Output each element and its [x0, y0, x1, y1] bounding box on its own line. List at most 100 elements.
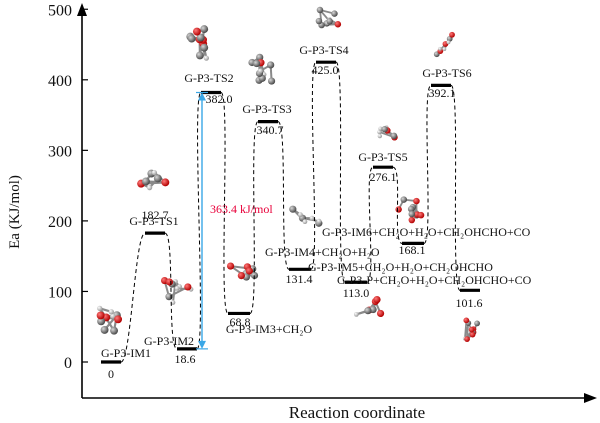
state-value-ts3: 340.7: [257, 123, 284, 137]
hydrogen-atom: [298, 212, 303, 218]
molecule-im2: [160, 276, 194, 305]
connector-lines: [120, 61, 461, 363]
carbon-atom: [97, 317, 106, 326]
oxygen-atom: [165, 278, 174, 286]
state-value-im6: 168.1: [399, 243, 426, 257]
molecule-structures: [96, 6, 480, 342]
state-name-p: G-P3-P+CH₂O+H₂O+CH₂OHCHO+CO: [337, 273, 532, 287]
y-axis-label: Ea (KJ/mol): [7, 175, 23, 249]
carbon-atom: [200, 25, 209, 34]
molecule-ts4: [315, 6, 342, 29]
carbon-atom: [110, 326, 119, 335]
connector-line: [196, 91, 202, 350]
state-value-ts5: 276.1: [370, 170, 397, 184]
oxygen-atom: [245, 267, 253, 275]
molecule-p: [462, 317, 480, 342]
hydrogen-atom: [174, 285, 180, 291]
carbon-atom: [474, 320, 480, 327]
carbon-atom: [195, 51, 204, 60]
molecule-ts1: [137, 169, 170, 191]
connector-line: [220, 91, 229, 314]
oxygen-atom: [334, 21, 342, 28]
oxygen-atom: [449, 31, 455, 38]
molecule-im5: [353, 295, 385, 318]
carbon-atom: [364, 307, 372, 315]
carbon-atom: [141, 177, 150, 186]
carbon-atom: [250, 271, 259, 280]
state-value-p: 101.6: [456, 296, 483, 310]
x-axis-label: Reaction coordinate: [289, 403, 425, 422]
hydrogen-atom: [438, 46, 442, 51]
molecule-ts3: [248, 53, 276, 85]
y-tick-label: 0: [64, 355, 72, 372]
carbon-atom: [267, 61, 275, 69]
state-name-ts3: G-P3-TS3: [242, 102, 291, 116]
state-name-ts4: G-P3-TS4: [299, 43, 348, 57]
carbon-atom: [200, 43, 209, 52]
hydrogen-atom: [353, 311, 359, 317]
carbon-atom: [326, 18, 333, 25]
state-name-im6: G-P3-IM6+CH₂O+H₂O+CH₂OHCHO+CO: [322, 225, 531, 239]
oxygen-atom: [395, 206, 402, 213]
hydrogen-atom: [377, 129, 382, 135]
hydrogen-atom: [302, 219, 308, 225]
oxygen-atom: [468, 326, 475, 333]
carbon-atom: [253, 59, 261, 68]
connector-line: [120, 232, 146, 363]
carbon-atom: [331, 10, 338, 17]
state-name-ts5: G-P3-TS5: [358, 150, 407, 164]
connector-line: [277, 121, 290, 270]
hydrogen-atom: [146, 185, 153, 191]
carbon-atom: [390, 132, 398, 140]
carbon-atom: [315, 17, 323, 25]
hydrogen-atom: [258, 68, 263, 74]
state-value-im5: 113.0: [343, 286, 370, 300]
carbon-atom: [408, 210, 416, 218]
x-axis-arrow: [584, 393, 597, 403]
connector-line: [392, 166, 403, 244]
state-name-im3: G-P3-IM3+CH₂O: [226, 322, 313, 336]
connector-line: [450, 84, 461, 291]
annotation-arrow-head-top: [198, 92, 206, 101]
oxygen-atom: [469, 331, 476, 338]
hydrogen-atom: [170, 300, 176, 305]
oxygen-atom: [161, 178, 170, 187]
carbon-atom: [400, 196, 408, 203]
carbon-atom: [196, 33, 205, 42]
carbon-atom: [381, 126, 388, 133]
state-value-im1: 0: [108, 367, 114, 381]
carbon-atom: [267, 77, 276, 85]
connector-line: [310, 61, 317, 270]
oxygen-atom: [413, 197, 420, 205]
molecule-ts5: [377, 125, 398, 141]
annotation-arrow-head-bottom: [198, 340, 206, 349]
molecule-im1: [96, 305, 123, 335]
hydrogen-atom: [377, 133, 382, 139]
y-tick-label: 500: [48, 2, 72, 19]
hydrogen-atom: [309, 215, 315, 221]
state-value-im2: 18.6: [175, 352, 196, 366]
connector-line: [164, 232, 178, 350]
carbon-atom: [256, 53, 264, 61]
molecule-im4: [289, 205, 323, 227]
y-tick-label: 300: [48, 143, 72, 160]
molecule-ts6: [433, 31, 455, 58]
connector-line: [423, 84, 432, 244]
state-name-im5: G-P3-IM5+CH₂O+H₂O+CH₂OHCHO: [308, 260, 493, 274]
carbon-atom: [316, 6, 324, 14]
y-tick-label: 200: [48, 214, 72, 231]
state-value-im4: 131.4: [286, 272, 313, 286]
barrier-annotation: 363.4 kJ/mol: [196, 91, 273, 350]
y-tick-label: 400: [48, 73, 72, 90]
carbon-atom: [187, 34, 196, 43]
state-value-ts4: 425.0: [312, 63, 339, 77]
oxygen-atom: [184, 283, 192, 291]
state-name-ts2: G-P3-TS2: [184, 71, 233, 85]
oxygen-atom: [96, 311, 105, 320]
hydrogen-atom: [446, 40, 451, 45]
hydrogen-atom: [110, 313, 116, 319]
connector-line: [249, 121, 259, 314]
oxygen-atom: [237, 271, 245, 280]
